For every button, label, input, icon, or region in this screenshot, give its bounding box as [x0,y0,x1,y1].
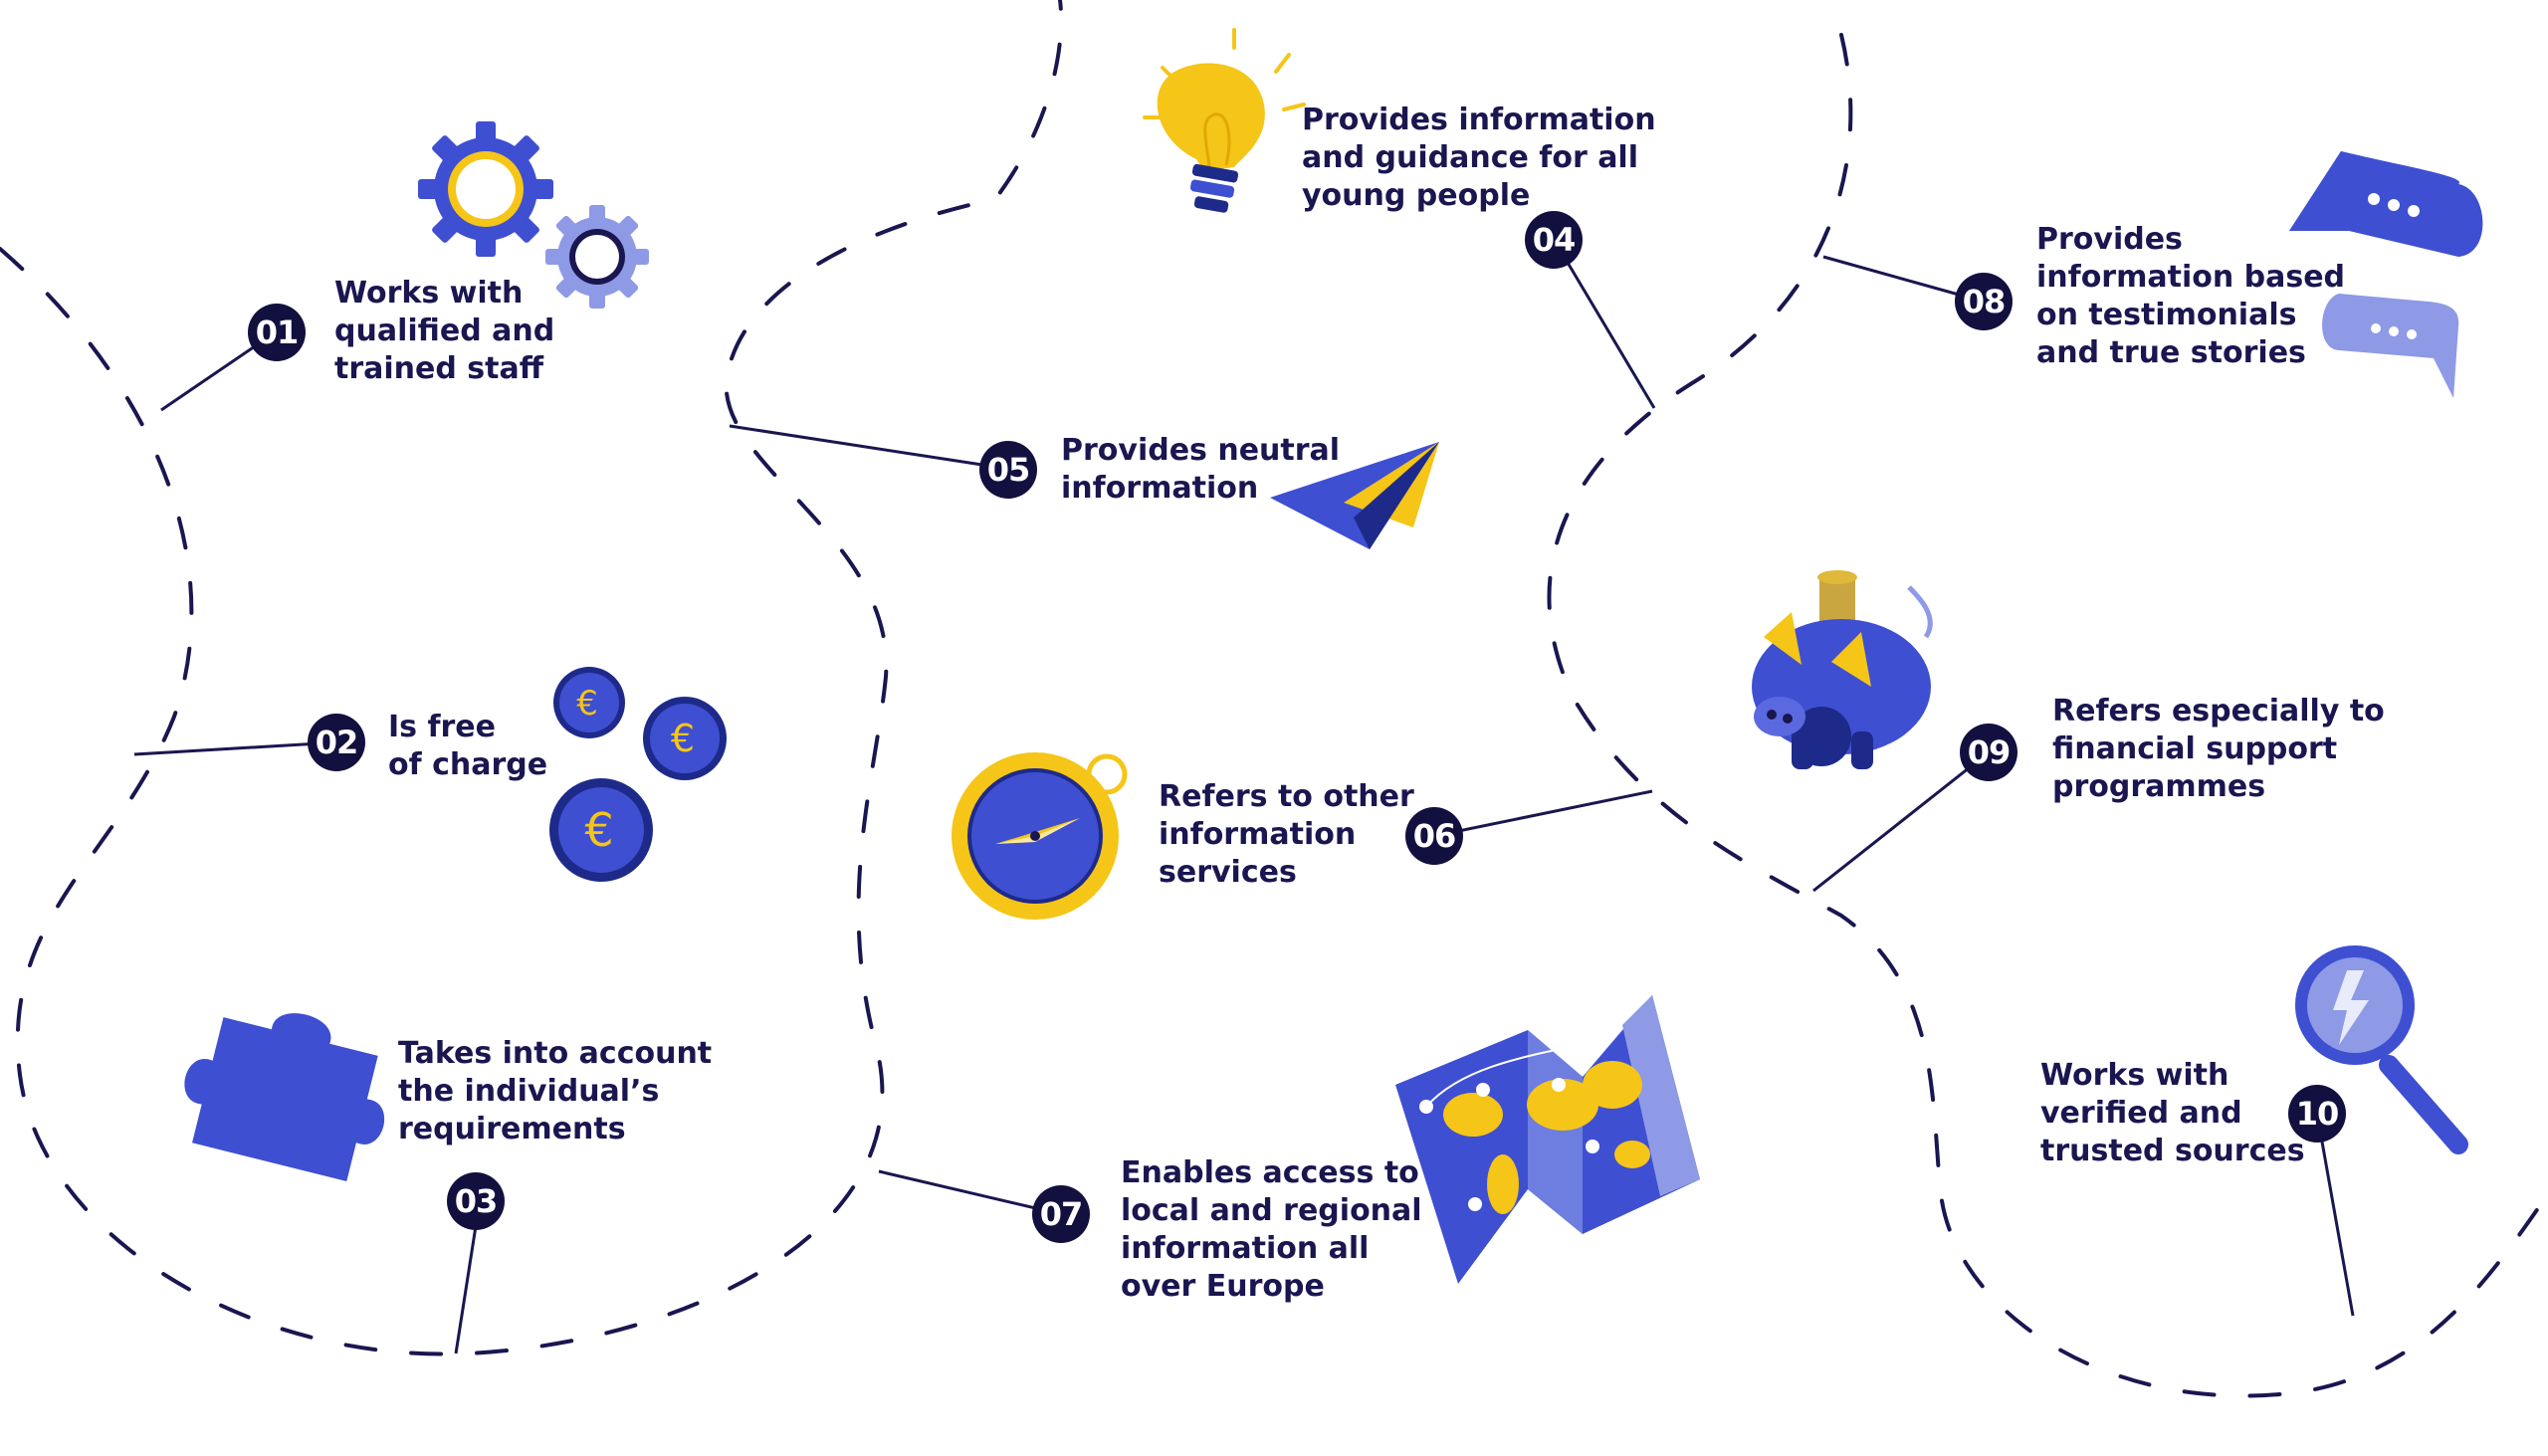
magnifying-glass-icon [2295,945,2468,1154]
svg-text:€: € [576,684,598,724]
item-04-text: Provides information and guidance for al… [1302,103,1656,213]
puzzle-piece-icon [184,1013,384,1181]
connector-04 [1553,240,1656,409]
speech-bubbles-icon [2289,151,2483,398]
region-left [0,0,1064,1356]
world-map-icon [1395,995,1700,1284]
lightbulb-icon [1143,28,1306,213]
badge-04: 04 [1525,211,1583,269]
item-01-text: Works with qualified and trained staff [334,276,555,386]
item-03-text: Takes into account the individual’s requ… [398,1036,713,1146]
badge-09: 09 [1960,724,2017,781]
item-02-text: Is free of charge [388,710,548,782]
item-05-text: Provides neutral information [1061,433,1341,506]
connector-07 [878,1169,1062,1216]
euro-coins-icon: € € € [549,667,727,882]
svg-text:€: € [584,803,613,857]
compass-icon [952,752,1128,920]
badge-02: 02 [308,714,365,771]
badge-05: 05 [979,441,1037,499]
connector-09 [1812,750,1990,893]
badge-03: 03 [447,1172,505,1230]
item-07-text: Enables access to local and regional inf… [1121,1155,1422,1304]
paper-plane-icon [1270,442,1439,549]
item-10-text: Works with verified and trusted sources [2040,1058,2305,1168]
item-08-text: Provides information based on testimonia… [2036,222,2346,370]
item-06-text: Refers to other information services [1159,779,1414,890]
badge-07: 07 [1032,1185,1090,1243]
piggy-bank-icon [1752,570,1933,769]
gears-icon [418,121,649,309]
badge-08: 08 [1955,273,2013,330]
connector-05 [729,424,1009,471]
connector-02 [133,740,337,756]
item-09-text: Refers especially to financial support p… [2052,694,2385,804]
badge-01: 01 [248,304,306,361]
connector-10 [2315,1113,2355,1317]
badge-06: 06 [1405,807,1463,865]
connector-06 [1433,789,1653,838]
svg-text:€: € [671,717,695,760]
region-outlines [0,0,2548,1398]
connector-03 [454,1225,478,1354]
badge-10: 10 [2288,1085,2346,1143]
region-middle [1547,33,2548,1398]
